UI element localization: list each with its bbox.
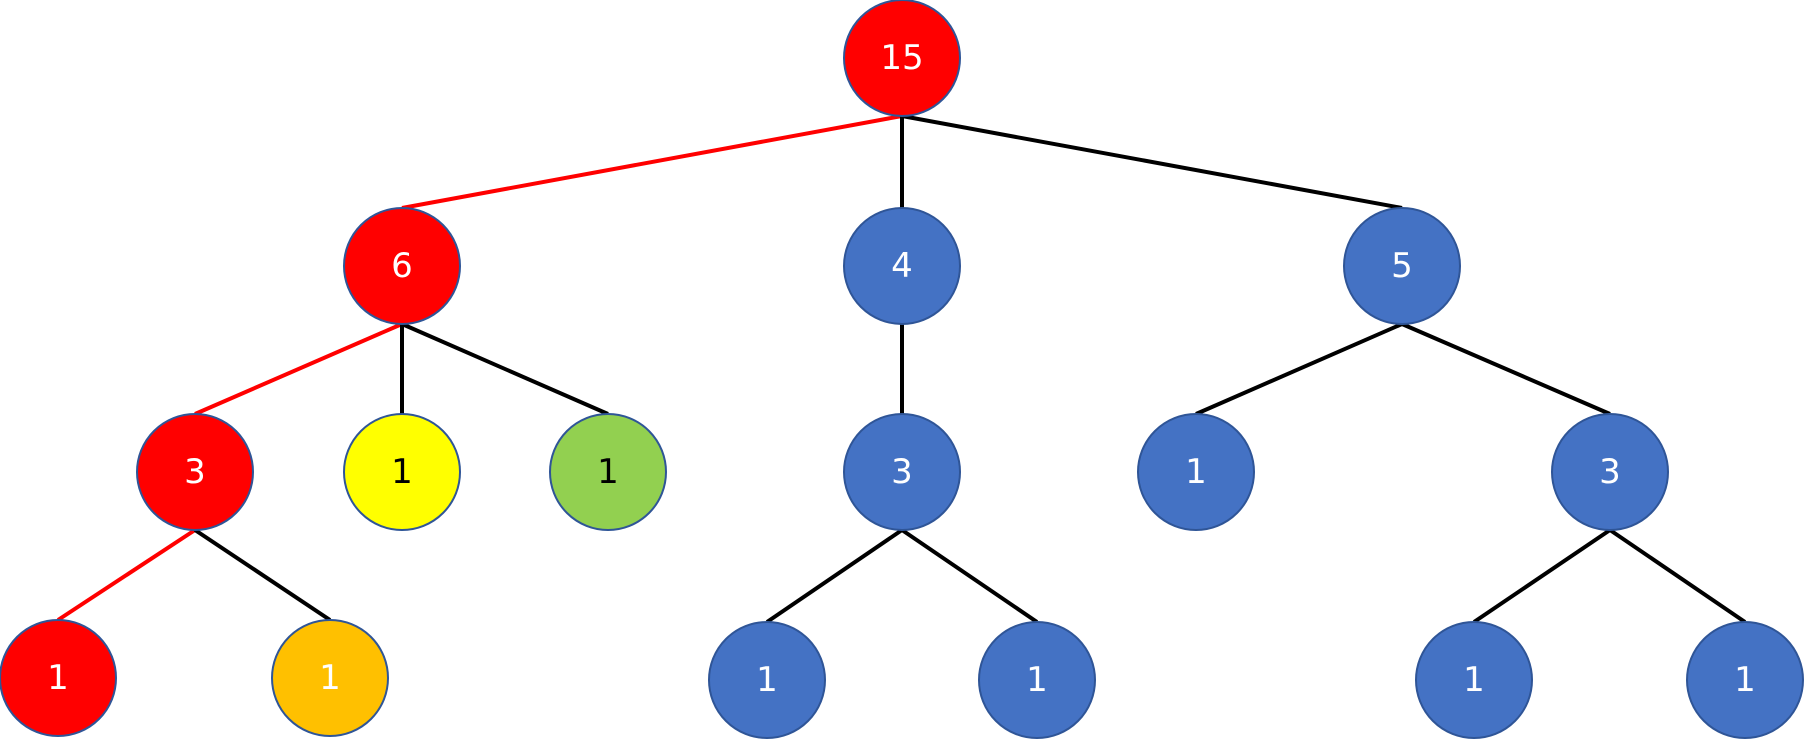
node-circle — [0, 619, 117, 737]
edge-n0-n1 — [401, 114, 903, 210]
edge-n3-n8 — [1195, 322, 1403, 416]
tree-node-n8: 1 — [1137, 413, 1255, 531]
tree-node-n6: 1 — [549, 413, 667, 531]
edge-n4-n11 — [193, 528, 332, 622]
tree-node-n14: 1 — [1415, 621, 1533, 739]
edge-n7-n13 — [900, 528, 1039, 624]
tree-node-n5: 1 — [343, 413, 461, 531]
tree-node-n7: 3 — [843, 413, 961, 531]
node-label: 1 — [1185, 452, 1207, 492]
node-label: 1 — [1026, 660, 1048, 700]
tree-node-n2: 4 — [843, 207, 961, 325]
edge-n9-n15 — [1608, 528, 1747, 624]
node-circle — [549, 413, 667, 531]
tree-node-n1: 6 — [343, 207, 461, 325]
node-circle — [1551, 413, 1669, 531]
node-label: 1 — [756, 660, 778, 700]
node-circle — [708, 621, 826, 739]
node-label: 1 — [47, 658, 69, 698]
node-circle — [843, 413, 961, 531]
edge-n0-n3 — [901, 114, 1403, 210]
edge-n7-n12 — [765, 528, 904, 624]
node-label: 4 — [891, 246, 913, 286]
node-label: 1 — [319, 658, 341, 698]
node-circle — [136, 413, 254, 531]
tree-node-n15: 1 — [1686, 621, 1804, 739]
node-circle — [1137, 413, 1255, 531]
node-label: 3 — [891, 452, 913, 492]
tree-node-n10: 1 — [0, 619, 117, 737]
node-label: 1 — [597, 452, 619, 492]
node-label: 3 — [1599, 452, 1621, 492]
node-label: 6 — [391, 246, 413, 286]
node-circle — [978, 621, 1096, 739]
tree-node-n11: 1 — [271, 619, 389, 737]
node-circle — [1686, 621, 1804, 739]
edge-n1-n6 — [401, 322, 609, 416]
node-circle — [271, 619, 389, 737]
tree-node-n9: 3 — [1551, 413, 1669, 531]
node-circle — [1343, 207, 1461, 325]
node-circle — [843, 207, 961, 325]
node-circle — [843, 0, 961, 117]
node-label: 1 — [1463, 660, 1485, 700]
edge-n4-n10 — [56, 528, 197, 622]
node-label: 5 — [1391, 246, 1413, 286]
node-circle — [343, 413, 461, 531]
node-label: 15 — [880, 38, 923, 78]
node-circle — [343, 207, 461, 325]
edges-layer — [56, 114, 1747, 624]
tree-node-n4: 3 — [136, 413, 254, 531]
node-label: 1 — [1734, 660, 1756, 700]
tree-node-n0: 15 — [843, 0, 961, 117]
node-label: 3 — [184, 452, 206, 492]
edge-n1-n4 — [194, 322, 403, 416]
node-label: 1 — [391, 452, 413, 492]
tree-node-n12: 1 — [708, 621, 826, 739]
tree-node-n3: 5 — [1343, 207, 1461, 325]
node-circle — [1415, 621, 1533, 739]
edge-n9-n14 — [1472, 528, 1612, 624]
edge-n3-n9 — [1401, 322, 1611, 416]
tree-node-n13: 1 — [978, 621, 1096, 739]
